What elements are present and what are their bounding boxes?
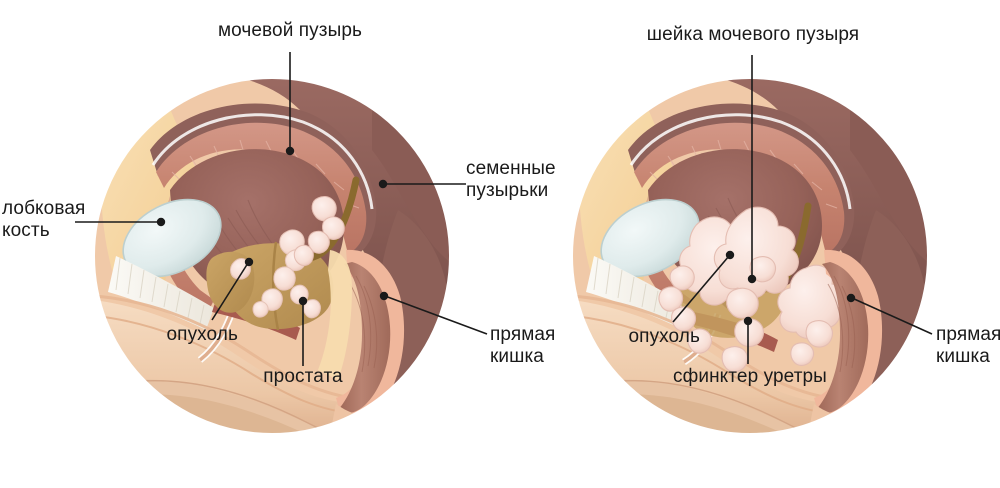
label-prostate: простата — [263, 366, 343, 387]
label-seminal-vesicles: семенные пузырьки — [466, 158, 556, 201]
label-tumor-left: опухоль — [166, 324, 238, 345]
panel-right — [572, 78, 928, 434]
tumor-mass-right — [658, 206, 845, 373]
panel-left-border — [93, 77, 451, 435]
label-bladder-neck: шейка мочевого пузыря — [646, 24, 860, 45]
leader-tumor-left — [211, 262, 249, 321]
panel-right-border — [571, 77, 929, 435]
label-bladder: мочевой пузырь — [217, 20, 363, 41]
panel-left — [94, 78, 450, 434]
seminal-vesicle — [293, 196, 345, 266]
label-rectum-right: прямая кишка — [936, 324, 1000, 367]
rectum-wall-right — [814, 249, 883, 426]
leader-lines — [75, 52, 933, 366]
leader-tumor-right — [672, 255, 730, 323]
bladder-wall-right — [634, 122, 845, 254]
bladder-wall — [156, 122, 367, 254]
label-rectum-left: прямая кишка — [490, 324, 556, 367]
label-tumor-right: опухоль — [628, 326, 700, 347]
leader-rectum-right — [851, 297, 933, 335]
pubic-ligament — [108, 256, 214, 330]
seminal-vesicle-duct — [302, 176, 360, 262]
pelvic-outer-mass — [94, 78, 450, 309]
leader-rectum-left — [384, 295, 488, 335]
label-pubic-bone: лобковая кость — [2, 198, 86, 241]
label-urethral-sphincter: сфинктер уретры — [673, 366, 827, 387]
